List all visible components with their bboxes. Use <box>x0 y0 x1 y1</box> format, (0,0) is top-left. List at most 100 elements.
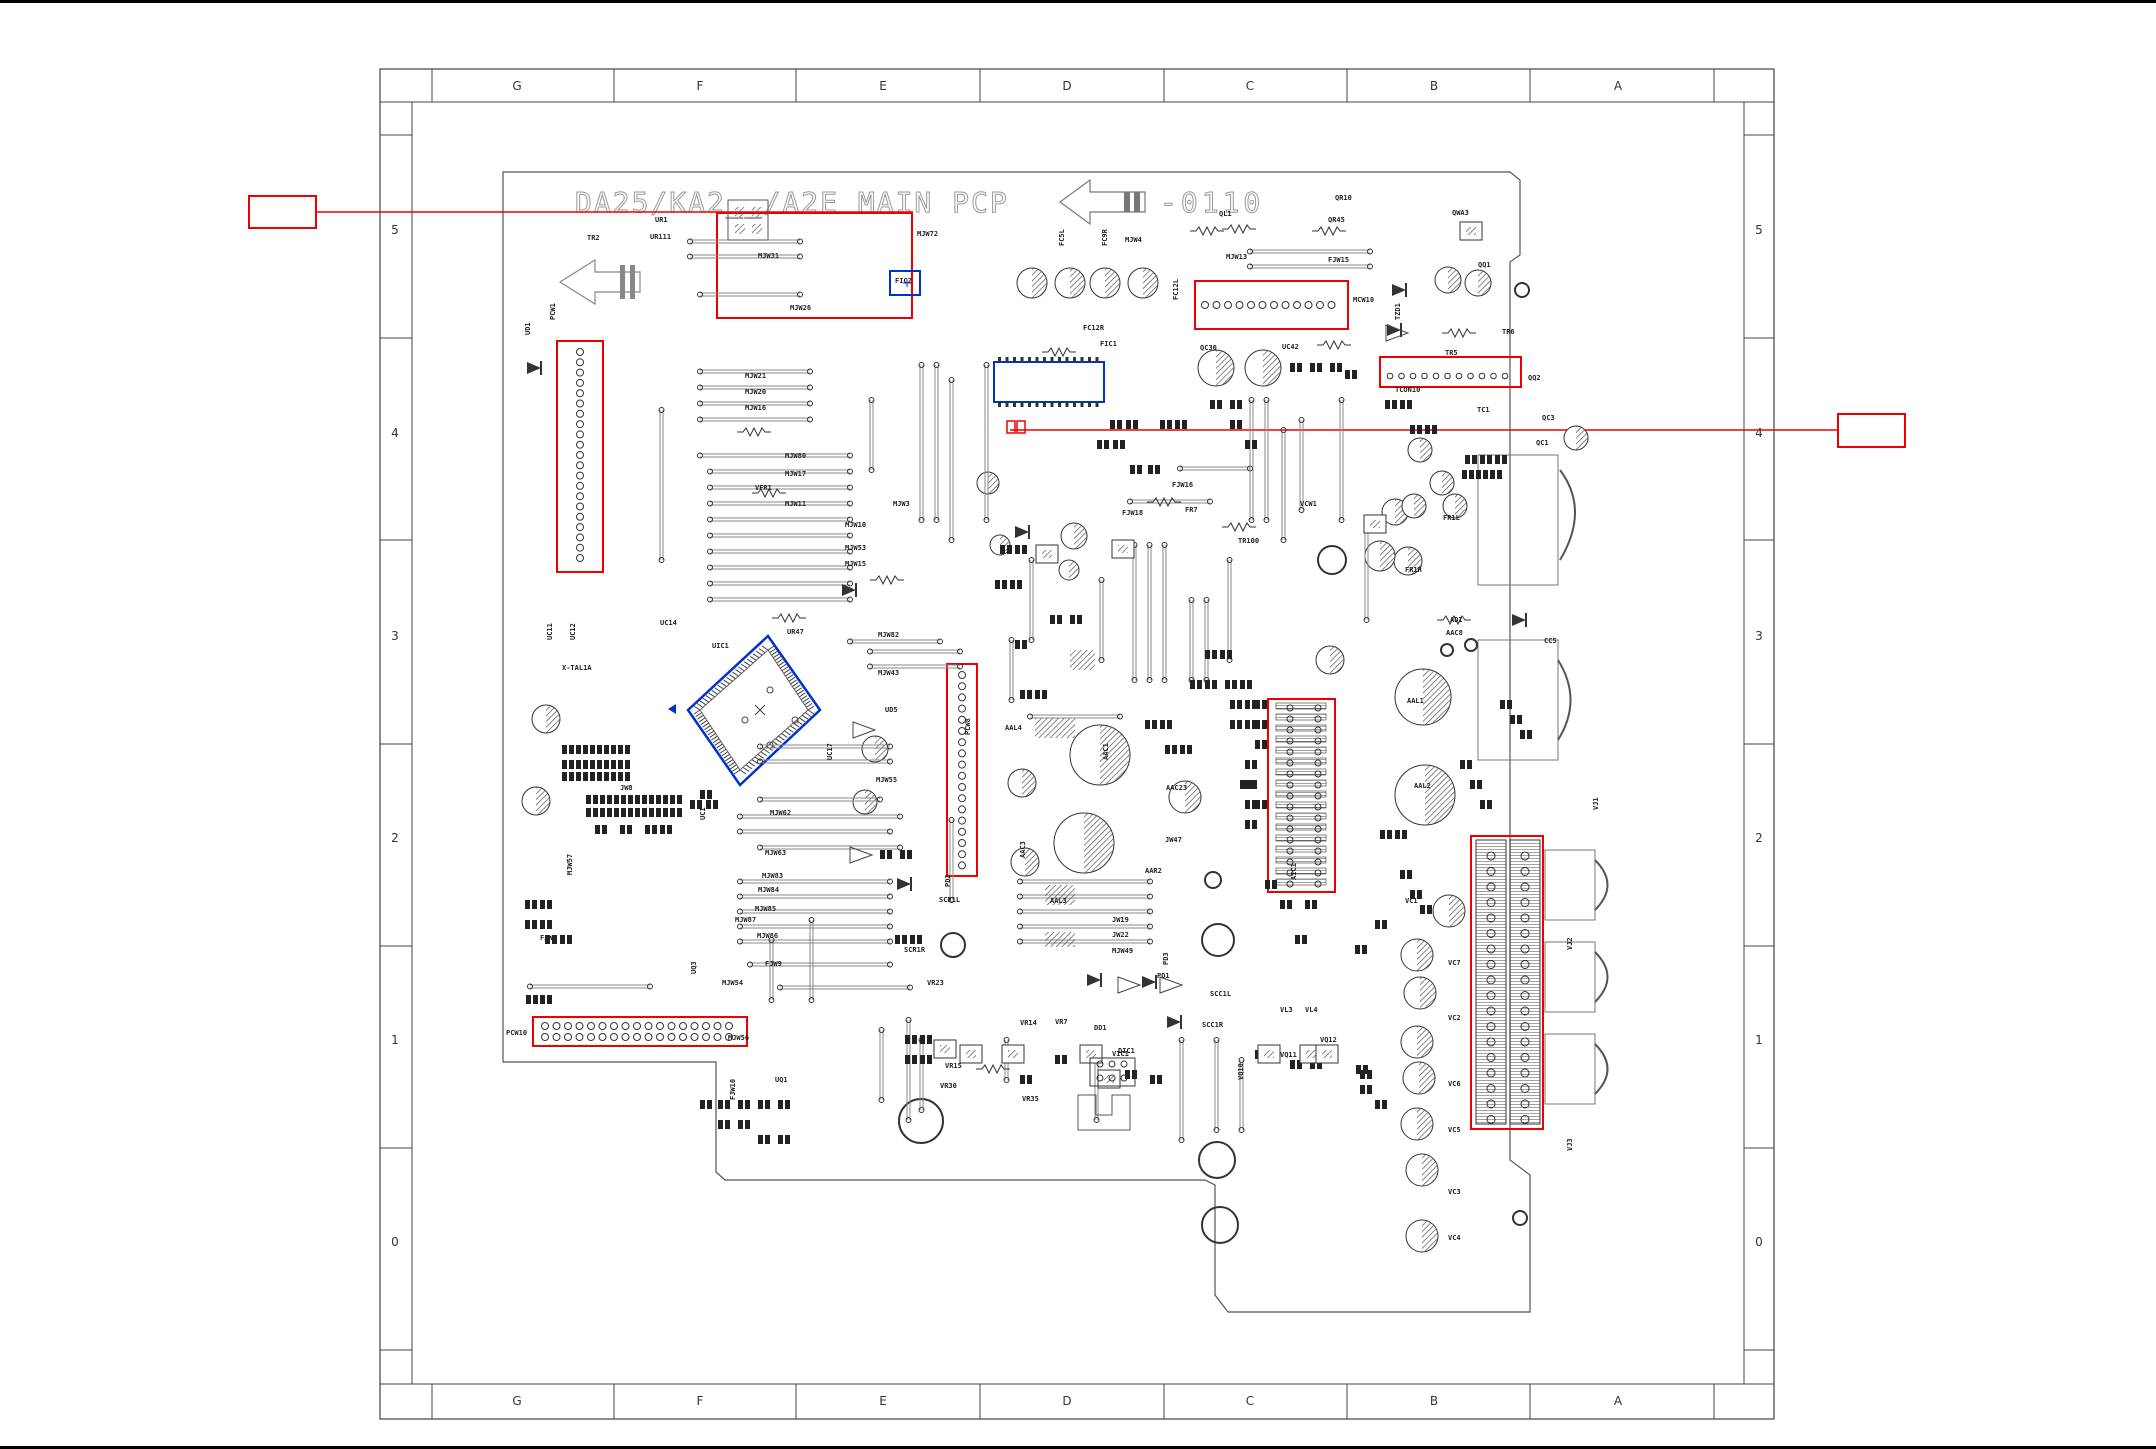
component-label: MJW10 <box>845 521 866 529</box>
component-label: VJ2 <box>1566 937 1574 950</box>
component-label: FR7 <box>1185 506 1198 514</box>
component-label: AAC8 <box>1446 629 1463 637</box>
component-label: AAC1 <box>1102 743 1110 760</box>
component-label: AAL2 <box>1414 782 1431 790</box>
arrow-left-icon <box>558 258 641 306</box>
component-label: MJW62 <box>770 809 791 817</box>
row-label-left: 2 <box>391 831 399 845</box>
component-label: MCW10 <box>1353 296 1374 304</box>
highlight-aic-connector <box>1267 698 1336 893</box>
component-label: ADI <box>1450 616 1463 624</box>
row-label-right: 3 <box>1755 629 1763 643</box>
ic-fic1-outline <box>993 361 1105 403</box>
component-label: MJW53 <box>845 544 866 552</box>
component-label: FJW18 <box>1122 509 1143 517</box>
component-label: FJW16 <box>1172 481 1193 489</box>
row-label-left: 3 <box>391 629 399 643</box>
component-label: AAR2 <box>1145 867 1162 875</box>
component-label: VQ12 <box>1320 1036 1337 1044</box>
component-label: JW8 <box>620 784 633 792</box>
component-label: MJW85 <box>755 905 776 913</box>
component-label: MJW17 <box>785 470 806 478</box>
column-label-bottom: B <box>1430 1394 1438 1408</box>
highlight-tcon10 <box>1379 356 1522 388</box>
component-label: SCR1R <box>904 946 926 954</box>
component-label: PCW1 <box>549 303 557 320</box>
svg-text:+: + <box>902 276 912 290</box>
component-label: TR5 <box>1445 349 1458 357</box>
top-rule <box>0 0 2156 3</box>
highlight-mcw10 <box>1194 280 1349 330</box>
component-label: MJW57 <box>566 854 574 875</box>
row-label-left: 0 <box>391 1235 399 1249</box>
highlight-vj-connector <box>1470 835 1544 1130</box>
column-label-top: E <box>879 79 887 93</box>
component-label: VJ1 <box>1592 797 1600 810</box>
component-label: PD1 <box>1157 972 1170 980</box>
component-label: AAC23 <box>1166 784 1187 792</box>
component-label: UQ1 <box>775 1076 788 1084</box>
component-label: MJW20 <box>745 388 766 396</box>
component-label: FC12L <box>1172 279 1180 300</box>
component-label: FC5L <box>1058 229 1066 246</box>
highlight-top-cluster <box>716 212 913 319</box>
component-label: UR47 <box>787 628 804 636</box>
component-label: VQ11 <box>1280 1051 1297 1059</box>
component-label: FIC1 <box>1100 340 1117 348</box>
component-label: TR2 <box>587 234 600 242</box>
component-label: FR1L <box>1443 514 1460 522</box>
component-label: VC3 <box>1448 1188 1461 1196</box>
component-label: TC1 <box>1477 406 1490 414</box>
pcb-number: -0110 <box>1160 186 1264 219</box>
component-label: X-TAL1A <box>562 664 592 672</box>
highlight-pcw8 <box>946 663 978 877</box>
component-label: TZD1 <box>1394 303 1402 320</box>
component-label: QC1 <box>1536 439 1549 447</box>
component-label: SCC1L <box>1210 990 1231 998</box>
component-label: VL3 <box>1280 1006 1293 1014</box>
component-label: FC9R <box>1101 228 1109 246</box>
highlight-pcw1 <box>556 340 604 573</box>
component-parts <box>521 199 1609 1253</box>
column-label-bottom: F <box>697 1394 704 1408</box>
component-label: TR6 <box>1502 328 1515 336</box>
pcb-outline <box>502 171 1531 1313</box>
row-labels-left: 5 4 3 2 1 0 <box>380 134 412 1351</box>
component-label: VCW1 <box>1300 500 1317 508</box>
row-label-left: 1 <box>391 1033 399 1047</box>
component-label: QR10 <box>1335 194 1352 202</box>
row-label-left: 4 <box>391 426 399 440</box>
component-label: VC5 <box>1448 1126 1461 1134</box>
component-label: UC11 <box>546 623 554 640</box>
component-label: VR14 <box>1020 1019 1037 1027</box>
bottom-rule <box>0 1446 2156 1449</box>
component-label: MJW84 <box>758 886 779 894</box>
component-label: MJW15 <box>845 560 866 568</box>
component-label: VC4 <box>1448 1234 1461 1242</box>
component-label: VJ3 <box>1566 1138 1574 1151</box>
ic-uic1-outline <box>686 634 822 787</box>
component-label: UR111 <box>650 233 671 241</box>
row-label-left: 5 <box>391 223 399 237</box>
component-label: MJW80 <box>785 452 806 460</box>
column-label-bottom: C <box>1246 1394 1254 1408</box>
component-label: AAL4 <box>1005 724 1022 732</box>
component-label: FR1R <box>1405 566 1423 574</box>
component-label: TR100 <box>1238 537 1259 545</box>
component-label: UC1 <box>699 807 707 820</box>
component-label: UD1 <box>524 322 532 335</box>
component-label: MJW72 <box>917 230 938 238</box>
component-label: FJW10 <box>729 1079 737 1100</box>
column-label-top: D <box>1062 79 1071 93</box>
highlight-pcw10 <box>532 1016 748 1047</box>
component-label: VR30 <box>940 1082 957 1090</box>
component-label: FJW15 <box>1328 256 1349 264</box>
component-label: MJW3 <box>893 500 910 508</box>
component-label: QC30 <box>1200 344 1217 352</box>
column-label-bottom: E <box>879 1394 887 1408</box>
component-label: MJW54 <box>722 979 743 987</box>
column-label-top: B <box>1430 79 1438 93</box>
